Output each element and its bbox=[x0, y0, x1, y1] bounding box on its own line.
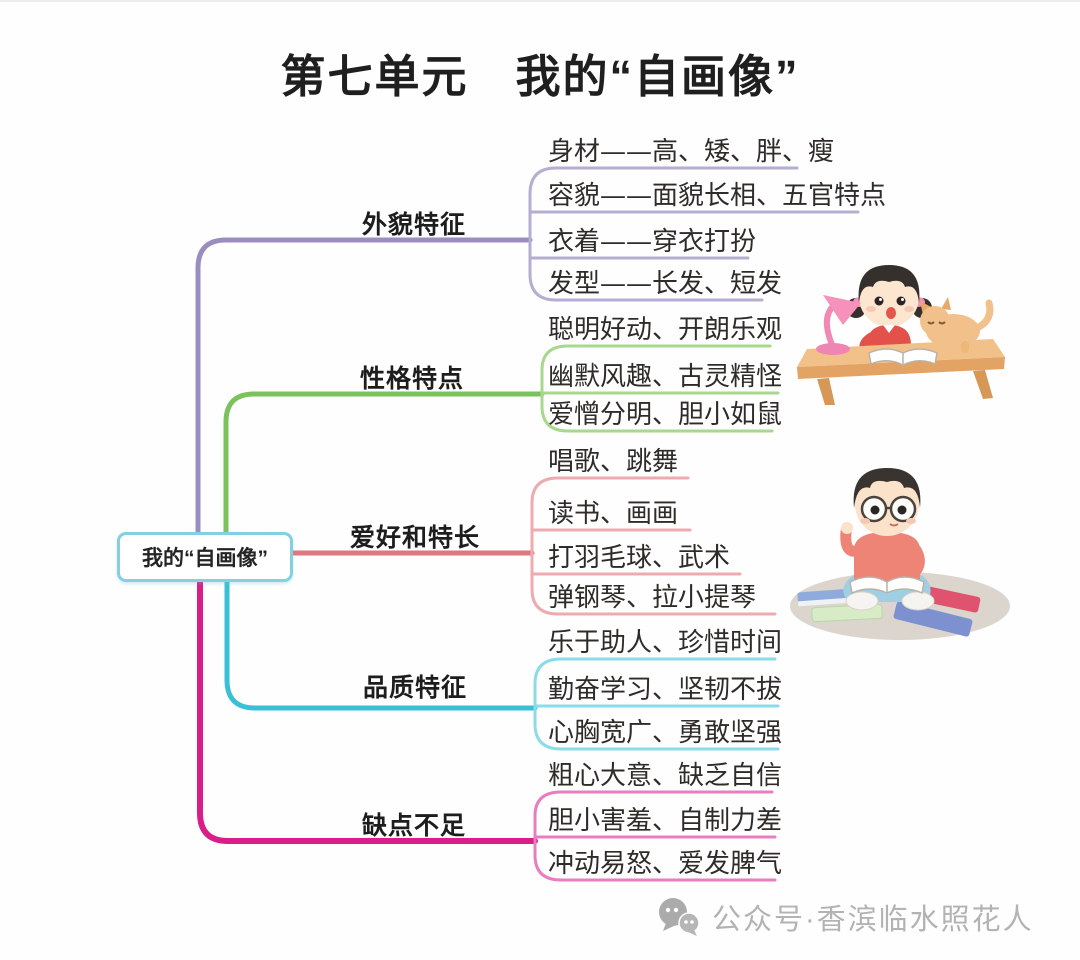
branch-label-personality: 性格特点 bbox=[360, 365, 465, 393]
leaf-item: 爱憎分明、胆小如鼠 bbox=[548, 400, 783, 430]
watermark-text: 公众号·香滨临水照花人 bbox=[712, 904, 1034, 936]
branch-line-personality bbox=[223, 391, 545, 540]
leaf-item: 读书、画画 bbox=[548, 499, 679, 529]
branch-line-qualities bbox=[224, 572, 538, 711]
boy-reading-illustration bbox=[790, 468, 1010, 640]
branch-bracket-hobbies bbox=[530, 476, 777, 616]
central-topic: 我的“自画像” bbox=[117, 532, 293, 582]
branch-label-hobbies: 爱好和特长 bbox=[350, 524, 481, 552]
wechat-icon bbox=[659, 898, 700, 936]
leaf-item: 乐于助人、珍惜时间 bbox=[548, 628, 783, 658]
leaf-item: 勤奋学习、坚韧不拔 bbox=[548, 675, 783, 705]
leaf-item: 心胸宽广、勇敢坚强 bbox=[548, 718, 783, 748]
leaf-item: 聪明好动、开朗乐观 bbox=[548, 315, 783, 345]
branch-label-appearance: 外貌特征 bbox=[362, 211, 467, 239]
leaf-item: 发型——长发、短发 bbox=[548, 269, 783, 299]
leaf-item: 唱歌、跳舞 bbox=[548, 447, 679, 477]
leaf-item: 弹钢琴、拉小提琴 bbox=[548, 583, 757, 613]
leaf-item: 冲动易怒、爱发脾气 bbox=[548, 849, 783, 879]
branch-label-qualities: 品质特征 bbox=[363, 674, 468, 702]
leaf-item: 身材——高、矮、胖、瘦 bbox=[548, 137, 835, 167]
branch-bracket-appearance bbox=[528, 166, 860, 302]
branch-label-shortcomings: 缺点不足 bbox=[362, 812, 467, 840]
leaf-item: 幽默风趣、古灵精怪 bbox=[548, 362, 783, 392]
girl-studying-illustration bbox=[797, 265, 1005, 405]
branch-bracket-personality bbox=[540, 344, 780, 433]
leaf-item: 粗心大意、缺乏自信 bbox=[548, 761, 783, 791]
branch-bracket-qualities bbox=[533, 657, 780, 751]
leaf-item: 打羽毛球、武术 bbox=[548, 543, 731, 573]
page-title: 第七单元 我的“自画像” bbox=[280, 51, 800, 102]
branch-bracket-shortcomings bbox=[533, 790, 777, 882]
branch-line-shortcomings bbox=[197, 572, 538, 844]
leaf-item: 胆小害羞、自制力差 bbox=[548, 806, 783, 836]
branch-line-appearance bbox=[195, 237, 533, 540]
leaf-item: 衣着——穿衣打扮 bbox=[548, 227, 757, 257]
leaf-item: 容貌——面貌长相、五官特点 bbox=[548, 181, 887, 211]
watermark: 公众号·香滨临水照花人 bbox=[656, 896, 1034, 938]
